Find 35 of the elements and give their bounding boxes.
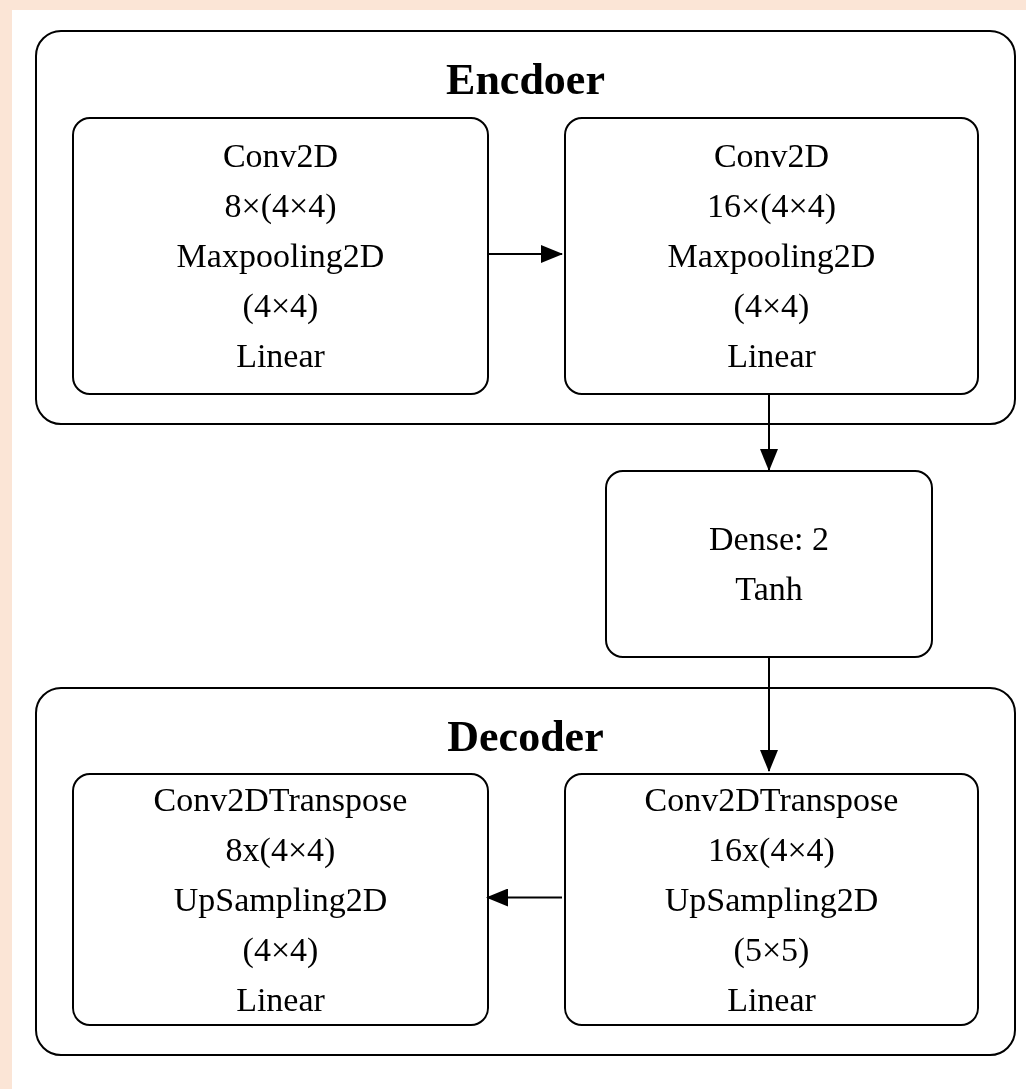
layer-text: Linear: [727, 336, 816, 376]
layer-text: Tanh: [735, 569, 803, 609]
group-title: Encdoer: [446, 58, 605, 102]
layer-text: (4×4): [733, 286, 810, 326]
layer-box: [72, 773, 489, 1026]
layer-text: Linear: [727, 979, 816, 1020]
layer-text: Dense: 2: [709, 519, 829, 559]
arrow: [760, 657, 778, 772]
layer-text: 8×(4×4): [224, 186, 337, 226]
group-title: Decoder: [447, 715, 604, 759]
layer-box: [605, 470, 933, 658]
layer-text: Maxpooling2D: [667, 236, 876, 276]
layer-text: UpSampling2D: [173, 879, 388, 920]
layer-text: (4×4): [242, 929, 319, 970]
group-box: [35, 30, 1016, 425]
layer-box: [564, 117, 979, 395]
layer-text: Maxpooling2D: [176, 236, 385, 276]
layer-text: Conv2DTranspose: [644, 779, 899, 820]
layer-text: Conv2D: [713, 136, 830, 176]
layer-box: [72, 117, 489, 395]
group-box: [35, 687, 1016, 1056]
layer-text: Linear: [236, 336, 325, 376]
layer-text: 16x(4×4): [708, 829, 835, 870]
layer-text: (5×5): [733, 929, 810, 970]
arrow: [486, 245, 563, 263]
arrow: [486, 888, 563, 907]
layer-text: Linear: [236, 979, 325, 1020]
layer-text: Conv2D: [222, 136, 339, 176]
arrow: [760, 392, 778, 471]
layer-box: [564, 773, 979, 1026]
layer-text: 16×(4×4): [707, 186, 836, 226]
layer-text: Conv2DTranspose: [153, 779, 408, 820]
layer-text: (4×4): [242, 286, 319, 326]
layer-text: 8x(4×4): [225, 829, 336, 870]
layer-text: UpSampling2D: [664, 879, 879, 920]
